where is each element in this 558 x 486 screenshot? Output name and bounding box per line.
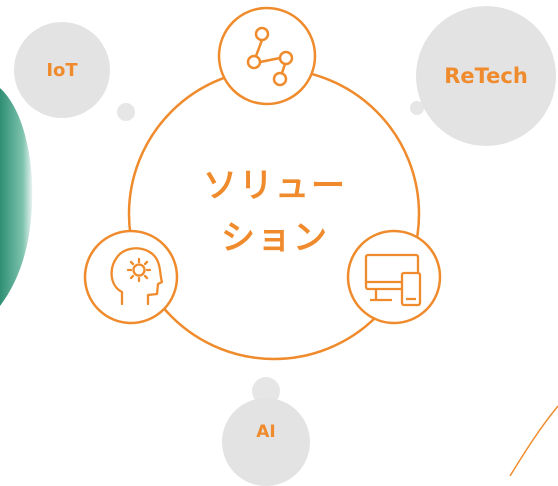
corner-curve-decoration bbox=[509, 405, 558, 476]
top-node bbox=[217, 6, 317, 106]
bubble-iot: IoT bbox=[14, 22, 110, 118]
small-dot bbox=[410, 101, 424, 115]
devices-icon bbox=[364, 253, 422, 307]
network-nodes-icon bbox=[246, 26, 294, 87]
head-gear-icon bbox=[110, 247, 164, 306]
center-title-line1: ソリュー bbox=[203, 166, 347, 206]
bubble-ai-label: AI bbox=[256, 422, 276, 442]
teal-edge-decoration bbox=[0, 88, 33, 306]
bubble-retech: ReTech bbox=[416, 6, 556, 146]
center-title-line2: ション bbox=[221, 218, 329, 258]
solution-diagram: IoT ReTech AI bbox=[0, 6, 558, 486]
center-title: ソリュー ション bbox=[190, 160, 360, 264]
bubble-ai: AI bbox=[222, 398, 310, 486]
bubble-retech-label: ReTech bbox=[444, 64, 528, 88]
left-node bbox=[83, 229, 179, 325]
solution-ring bbox=[83, 6, 442, 361]
small-dot bbox=[117, 103, 135, 121]
right-node bbox=[346, 229, 442, 325]
bubble-iot-label: IoT bbox=[46, 59, 78, 81]
